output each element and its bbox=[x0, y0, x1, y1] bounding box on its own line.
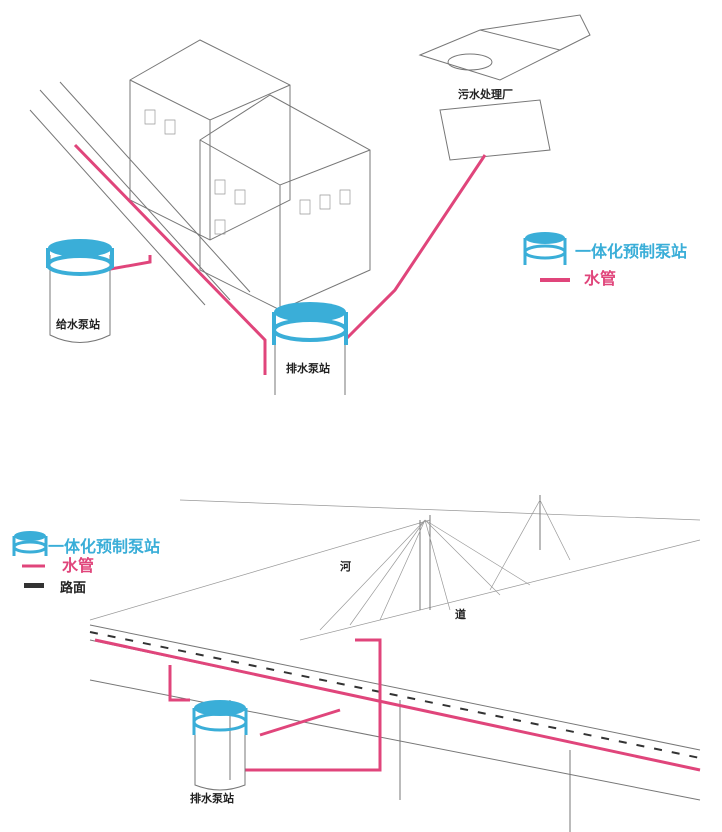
top-scene: 污水处理厂 给水泵站 排水泵站 一体化预制泵站 bbox=[29, 14, 687, 395]
supply-station-label: 给水泵站 bbox=[56, 317, 100, 331]
sewage-plant-label: 污水处理厂 bbox=[458, 87, 513, 101]
drain-station-label-bottom: 排水泵站 bbox=[190, 791, 234, 805]
water-pipe bbox=[73, 143, 487, 375]
water-pipe-bottom bbox=[94, 638, 701, 772]
river-label-1: 河 bbox=[340, 559, 351, 573]
legend-station-label: 一体化预制泵站 bbox=[575, 242, 687, 261]
legend-road-label: 路面 bbox=[60, 580, 86, 596]
legend-bottom: 一体化预制泵站 水管 路面 bbox=[12, 531, 160, 596]
road-bottom bbox=[89, 624, 701, 832]
road-top bbox=[29, 81, 251, 306]
cable-bridge bbox=[319, 495, 571, 631]
legend-top: 一体化预制泵站 水管 bbox=[523, 232, 687, 288]
riverbank bbox=[89, 499, 701, 641]
sewage-plant: 污水处理厂 bbox=[418, 14, 591, 161]
drain-pump-station-top: 排水泵站 bbox=[272, 302, 348, 395]
river-label-2: 道 bbox=[455, 607, 466, 621]
road-legend-swatch bbox=[24, 583, 44, 588]
building bbox=[129, 39, 371, 311]
drain-station-label-top: 排水泵站 bbox=[286, 361, 330, 375]
bottom-scene: 排水泵站 河 道 一体化预制泵站 水管 路面 bbox=[12, 495, 701, 832]
legend-pipe-label-bottom: 水管 bbox=[62, 556, 94, 575]
supply-pump-station: 给水泵站 bbox=[46, 239, 114, 343]
station-icon-bottom bbox=[12, 531, 48, 556]
legend-pipe-label: 水管 bbox=[584, 269, 616, 288]
legend-station-label-bottom: 一体化预制泵站 bbox=[48, 537, 160, 556]
station-icon bbox=[523, 232, 567, 265]
drain-pump-station-bottom: 排水泵站 bbox=[190, 700, 248, 805]
